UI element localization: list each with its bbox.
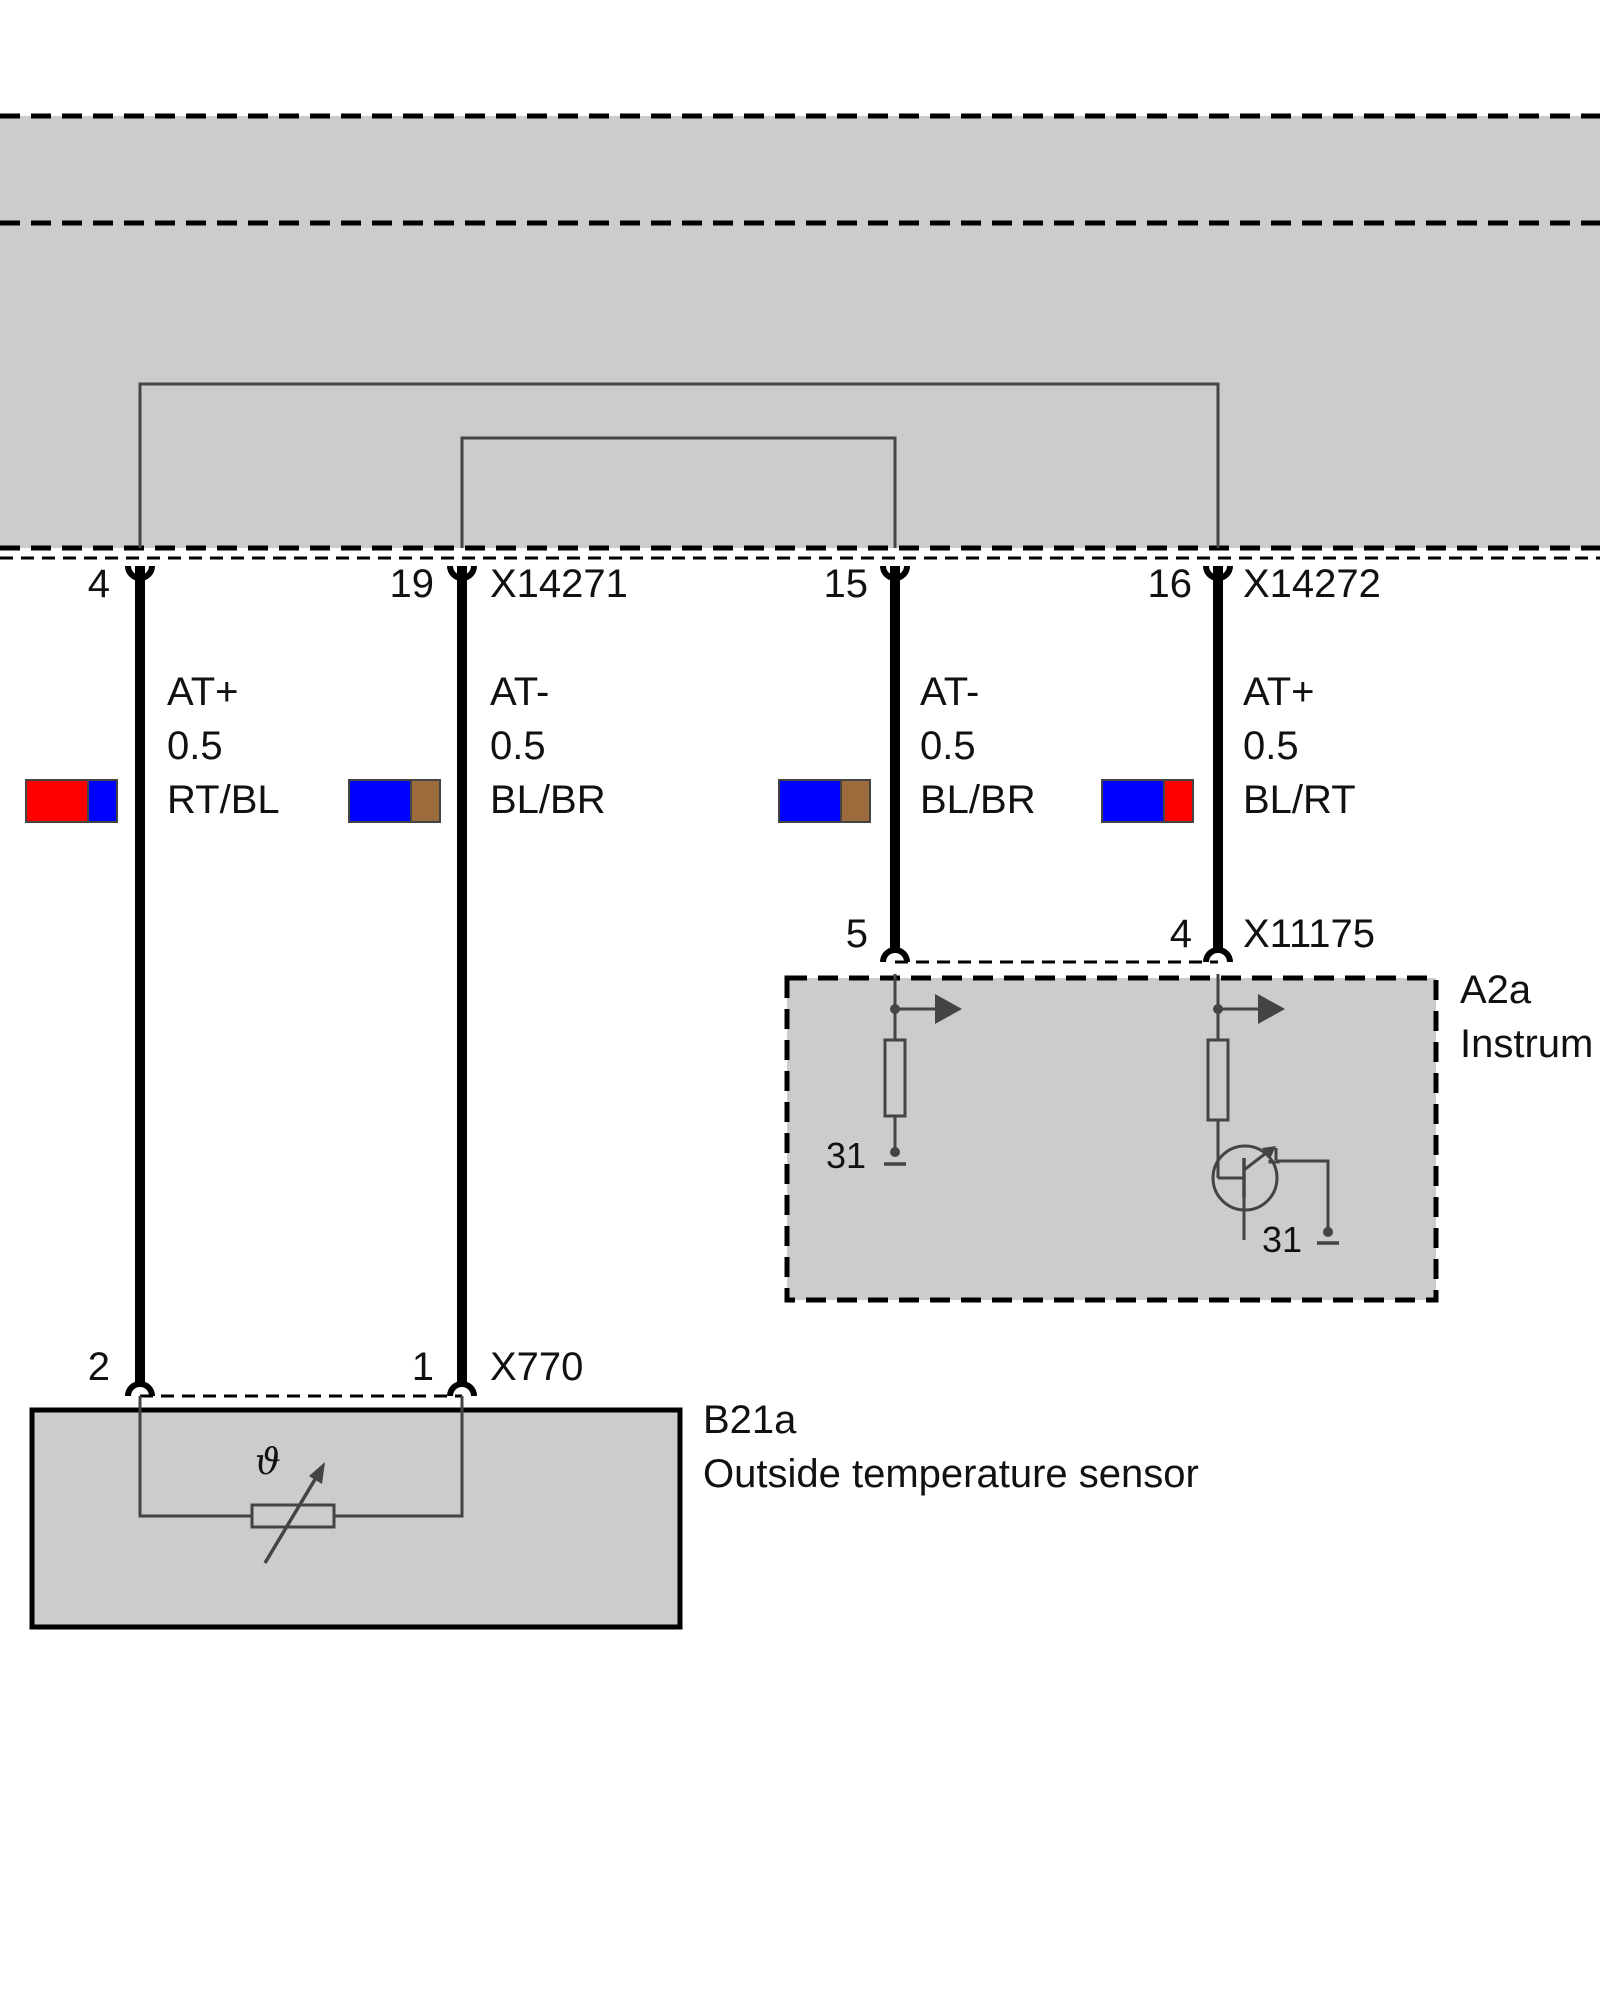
pin-number: 2 — [88, 1345, 110, 1389]
wire-size: 0.5 — [920, 724, 976, 768]
input-circuit-left: 31 — [826, 974, 962, 1176]
pin-arc-4-module — [1203, 947, 1233, 963]
swatch-stripe — [87, 779, 118, 823]
pin-arc-5 — [880, 947, 910, 963]
pin-number: 1 — [412, 1345, 434, 1389]
pin-arc-15 — [880, 565, 910, 581]
wire-size: 0.5 — [167, 724, 223, 768]
wire-size: 0.5 — [1243, 724, 1299, 768]
transistor-icon — [1211, 1144, 1280, 1240]
module-name: Instrum — [1460, 1022, 1593, 1066]
thermistor-icon: ϑ — [138, 1396, 464, 1564]
input-circuit-right: 31 — [1206, 974, 1339, 1260]
wire-signal: AT- — [490, 670, 549, 714]
wire-group — [135, 566, 1223, 1384]
sensor-b21a-box — [29, 1407, 683, 1630]
swatch-stripe — [840, 779, 871, 823]
pin-number: 4 — [88, 562, 110, 606]
connector-label-x14271: X14271 — [490, 562, 628, 606]
swatch-primary — [778, 779, 842, 823]
pin-arc-2 — [125, 1381, 155, 1397]
resistor-icon — [883, 1038, 907, 1118]
wire-color-code: RT/BL — [167, 778, 280, 822]
pin-number: 5 — [846, 912, 868, 956]
color-swatch-rt-bl — [25, 779, 118, 823]
wire-color-code: BL/RT — [1243, 778, 1356, 822]
connector-label-x770: X770 — [490, 1345, 583, 1389]
sensor-name: Outside temperature sensor — [703, 1452, 1199, 1496]
wire-signal: AT- — [920, 670, 979, 714]
swatch-primary — [348, 779, 412, 823]
ground-label: 31 — [1262, 1219, 1302, 1260]
swatch-primary — [25, 779, 89, 823]
wire-descriptions: AT+ 0.5 RT/BL AT- 0.5 BL/BR AT- 0.5 BL/B… — [167, 670, 1356, 822]
sensor-b21a: 2 1 X770 B21a Outside temperature sensor… — [29, 1345, 1199, 1630]
temperature-symbol: ϑ — [255, 1442, 281, 1483]
pin-arc-16 — [1203, 565, 1233, 581]
sensor-code: B21a — [703, 1398, 797, 1442]
module-code: A2a — [1460, 968, 1532, 1012]
wire-signal: AT+ — [167, 670, 239, 714]
connector-label-x11175: X11175 — [1243, 912, 1375, 956]
pin-number: 16 — [1148, 562, 1193, 606]
internal-link-at-plus — [138, 382, 1220, 548]
wire-color-swatches — [25, 779, 1194, 823]
swatch-primary — [1101, 779, 1165, 823]
module-a2a-border — [784, 975, 1439, 1303]
top-panel-fill — [0, 116, 1600, 548]
signal-arrow-icon — [935, 994, 962, 1024]
top-pin-arcs — [125, 565, 1233, 581]
pin-number: 4 — [1170, 912, 1192, 956]
module-a2a: 5 4 X11175 A2a Instrum 31 — [784, 912, 1593, 1303]
resistor-icon — [1206, 1038, 1230, 1122]
swatch-stripe — [410, 779, 441, 823]
pin-number: 15 — [824, 562, 869, 606]
connector-label-x14272: X14272 — [1243, 562, 1381, 606]
wire-size: 0.5 — [490, 724, 546, 768]
module-a2a-fill — [787, 978, 1436, 1300]
pin-arc-1 — [447, 1381, 477, 1397]
color-swatch-bl-br-2 — [778, 779, 871, 823]
swatch-stripe — [1163, 779, 1194, 823]
pin-arc-4 — [125, 565, 155, 581]
top-pin-labels: 4 19 15 16 X14271 X14272 — [88, 562, 1381, 606]
color-swatch-bl-br — [348, 779, 441, 823]
wire-signal: AT+ — [1243, 670, 1315, 714]
top-control-unit — [0, 113, 1600, 560]
ground-label: 31 — [826, 1135, 866, 1176]
wire-color-code: BL/BR — [920, 778, 1036, 822]
signal-arrow-icon — [1258, 994, 1285, 1024]
color-swatch-bl-rt — [1101, 779, 1194, 823]
pin-number: 19 — [390, 562, 435, 606]
pin-arc-19 — [447, 565, 477, 581]
internal-link-at-minus — [460, 436, 897, 548]
wire-color-code: BL/BR — [490, 778, 606, 822]
